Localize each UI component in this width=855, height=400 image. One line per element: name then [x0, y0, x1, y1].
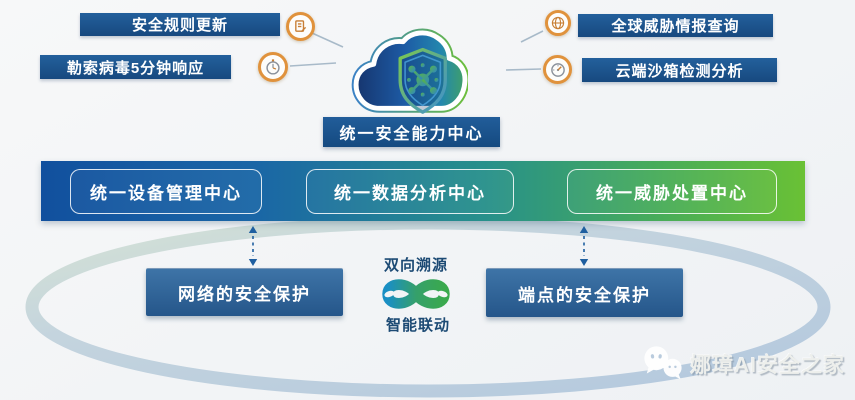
capability-bar — [41, 161, 805, 221]
capability-box-threat-disposal: 统一威胁处置中心 — [567, 169, 777, 214]
feature-box-threat-intel: 全球威胁情报查询 — [578, 14, 773, 37]
capability-box-device-management: 统一设备管理中心 — [70, 169, 262, 214]
watermark: 娜璋AI安全之家 — [642, 344, 845, 384]
stopwatch-icon — [258, 52, 288, 82]
capability-box-data-analysis: 统一数据分析中心 — [306, 169, 514, 214]
feature-box-rules-update: 安全规则更新 — [80, 13, 280, 36]
connector-lines — [289, 30, 544, 71]
cloud-center-label: 统一安全能力中心 — [323, 117, 500, 147]
protection-label: 网络的安全保护 — [178, 285, 311, 304]
cloud-center-text: 统一安全能力中心 — [339, 126, 484, 143]
infinity-icon — [382, 279, 450, 309]
feature-label: 云端沙箱检测分析 — [615, 62, 744, 80]
watermark-text: 娜璋AI安全之家 — [690, 354, 845, 377]
link-label-linkage: 智能联动 — [385, 317, 450, 334]
protection-box-endpoint: 端点的安全保护 — [486, 268, 683, 317]
capability-label: 统一数据分析中心 — [334, 184, 486, 203]
protection-label: 端点的安全保护 — [518, 285, 651, 305]
cloud-shield-virus-icon — [351, 28, 468, 114]
bidirectional-arrow-right — [579, 226, 589, 266]
feature-label: 勒索病毒5分钟响应 — [66, 59, 205, 77]
wechat-icon — [644, 346, 682, 380]
feature-box-ransomware-response: 勒索病毒5分钟响应 — [40, 55, 231, 79]
feature-box-cloud-sandbox: 云端沙箱检测分析 — [582, 58, 777, 82]
capability-label: 统一设备管理中心 — [90, 184, 242, 203]
globe-icon — [545, 10, 571, 36]
gauge-icon — [543, 55, 572, 84]
feature-label: 安全规则更新 — [131, 17, 228, 34]
rules-update-icon — [286, 12, 315, 41]
bidirectional-arrow-left — [248, 226, 258, 266]
protection-box-network: 网络的安全保护 — [146, 268, 343, 316]
feature-label: 全球威胁情报查询 — [611, 18, 740, 35]
virus-glyph — [407, 63, 439, 97]
capability-label: 统一威胁处置中心 — [596, 184, 748, 203]
link-label-traceability: 双向溯源 — [383, 257, 448, 274]
